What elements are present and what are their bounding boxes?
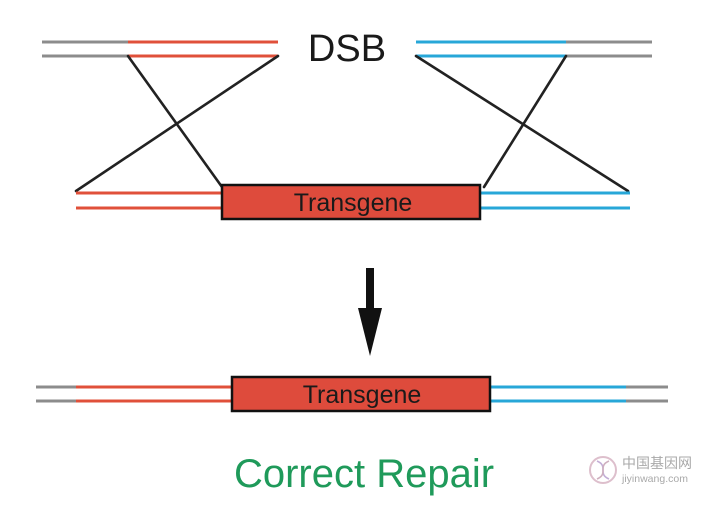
down-arrow-icon bbox=[358, 268, 382, 356]
donor-template: Transgene bbox=[76, 183, 630, 221]
dna-logo-icon bbox=[589, 456, 617, 484]
right-genomic-flank bbox=[566, 40, 652, 58]
watermark-site-name: 中国基因网 bbox=[622, 455, 692, 471]
transgene-box-repaired bbox=[230, 375, 492, 413]
left-crossover-inner bbox=[74, 54, 280, 193]
dsb-label: DSB bbox=[308, 28, 386, 70]
caption-correct-repair: Correct Repair bbox=[234, 452, 494, 496]
right-homology-arm-donor bbox=[480, 191, 630, 210]
repaired-left-homology-arm bbox=[76, 385, 232, 403]
left-homology-arm-genome bbox=[128, 40, 278, 58]
transgene-label-repaired: Transgene bbox=[303, 381, 422, 409]
right-crossover-inner bbox=[482, 54, 568, 189]
watermark: 中国基因网 jiyinwang.com bbox=[589, 455, 692, 485]
left-genomic-flank bbox=[42, 40, 128, 58]
right-homology-arm-genome bbox=[416, 40, 566, 58]
transgene-label-donor: Transgene bbox=[294, 189, 413, 217]
repaired-locus: Transgene bbox=[36, 375, 668, 413]
crossover-lines bbox=[74, 54, 630, 193]
repaired-left-genomic-flank bbox=[36, 385, 76, 403]
right-crossover-outer bbox=[414, 54, 630, 193]
watermark-url: jiyinwang.com bbox=[621, 473, 688, 485]
repaired-right-genomic-flank bbox=[626, 385, 668, 403]
left-crossover-outer bbox=[126, 54, 224, 189]
genomic-locus-with-dsb bbox=[42, 40, 652, 58]
left-homology-arm-donor bbox=[76, 191, 222, 210]
transgene-box-donor bbox=[220, 183, 482, 221]
repaired-right-homology-arm bbox=[490, 385, 626, 403]
